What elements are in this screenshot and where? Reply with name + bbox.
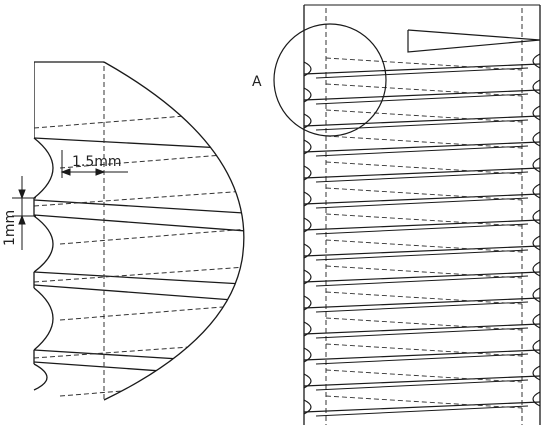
thread-root-left xyxy=(303,191,312,207)
thread-hidden-line xyxy=(325,395,523,409)
thread-hidden-line xyxy=(325,83,523,97)
thread-hidden-line xyxy=(325,317,523,331)
thread-root-left xyxy=(303,269,312,285)
thread-root-right xyxy=(532,105,541,121)
thread-hidden-line xyxy=(325,343,523,357)
thread-crest-line xyxy=(303,193,541,205)
thread-hidden-line xyxy=(325,109,523,123)
thread-root-right xyxy=(532,131,541,147)
thread-root-right xyxy=(532,339,541,355)
thread-crest-line xyxy=(303,89,541,101)
thread-hidden-line xyxy=(325,135,523,149)
thread-turns xyxy=(303,53,541,417)
main-view xyxy=(303,4,541,425)
thread-hidden-line xyxy=(325,369,523,383)
thread-crest-line xyxy=(303,323,541,335)
thread-root-left xyxy=(303,243,312,259)
thread-crest-line xyxy=(303,115,541,127)
thread-crest-line xyxy=(303,167,541,179)
thread-crest-line xyxy=(303,245,541,257)
thread-root-right xyxy=(532,235,541,251)
thread-flank-line xyxy=(315,223,529,235)
thread-root-left xyxy=(303,61,312,77)
thread-root-right xyxy=(532,313,541,329)
thread-hidden-line xyxy=(325,187,523,201)
thread-root-left xyxy=(303,217,312,233)
thread-root-right xyxy=(532,287,541,303)
thread-root-right xyxy=(532,391,541,407)
detail-thread-lines xyxy=(34,62,244,400)
thread-crest-line xyxy=(303,297,541,309)
thread-crest-line xyxy=(303,349,541,361)
thread-hidden-line xyxy=(325,239,523,253)
thread-root-left xyxy=(303,113,312,129)
thread-crest-line xyxy=(303,63,541,75)
thread-root-left xyxy=(303,87,312,103)
detail-view xyxy=(33,61,245,401)
thread-flank-line xyxy=(315,405,529,417)
thread-flank-line xyxy=(315,275,529,287)
thread-crest-line xyxy=(303,271,541,283)
thread-crest-line xyxy=(303,401,541,413)
thread-flank-line xyxy=(315,119,529,131)
thread-hidden-line xyxy=(325,213,523,227)
thread-root-left xyxy=(303,399,312,415)
thread-flank-line xyxy=(315,301,529,313)
pitch-dimension-label: 1.5mm xyxy=(72,154,122,170)
pitch-dimension xyxy=(60,150,128,178)
thread-root-right xyxy=(532,53,541,69)
thread-flank-line xyxy=(315,379,529,391)
thread-flank-line xyxy=(315,249,529,261)
thread-root-right xyxy=(532,209,541,225)
depth-dimension-label: 1mm xyxy=(2,210,18,246)
thread-root-left xyxy=(303,347,312,363)
thread-flank-line xyxy=(315,353,529,365)
thread-hidden-line xyxy=(325,265,523,279)
detail-circle xyxy=(273,23,387,137)
thread-flank-line xyxy=(315,93,529,105)
thread-root-right xyxy=(532,261,541,277)
thread-crest-line xyxy=(303,375,541,387)
thread-root-right xyxy=(532,183,541,199)
thread-flank-line xyxy=(315,171,529,183)
thread-flank-line xyxy=(315,67,529,79)
thread-flank-line xyxy=(315,327,529,339)
thread-flank-line xyxy=(315,197,529,209)
thread-root-left xyxy=(303,373,312,389)
thread-root-left xyxy=(303,295,312,311)
thread-root-left xyxy=(303,165,312,181)
thread-hidden-line xyxy=(325,57,523,71)
thread-root-right xyxy=(532,365,541,381)
thread-root-left xyxy=(303,321,312,337)
thread-root-right xyxy=(532,157,541,173)
thread-flank-line xyxy=(315,145,529,157)
thread-hidden-line xyxy=(325,291,523,305)
thread-hidden-line xyxy=(325,161,523,175)
thread-root-left xyxy=(303,139,312,155)
thread-root-right xyxy=(532,79,541,95)
thread-crest-line xyxy=(303,219,541,231)
detail-label: A xyxy=(252,74,262,90)
depth-dimension xyxy=(12,176,36,250)
thread-crest-line xyxy=(303,141,541,153)
